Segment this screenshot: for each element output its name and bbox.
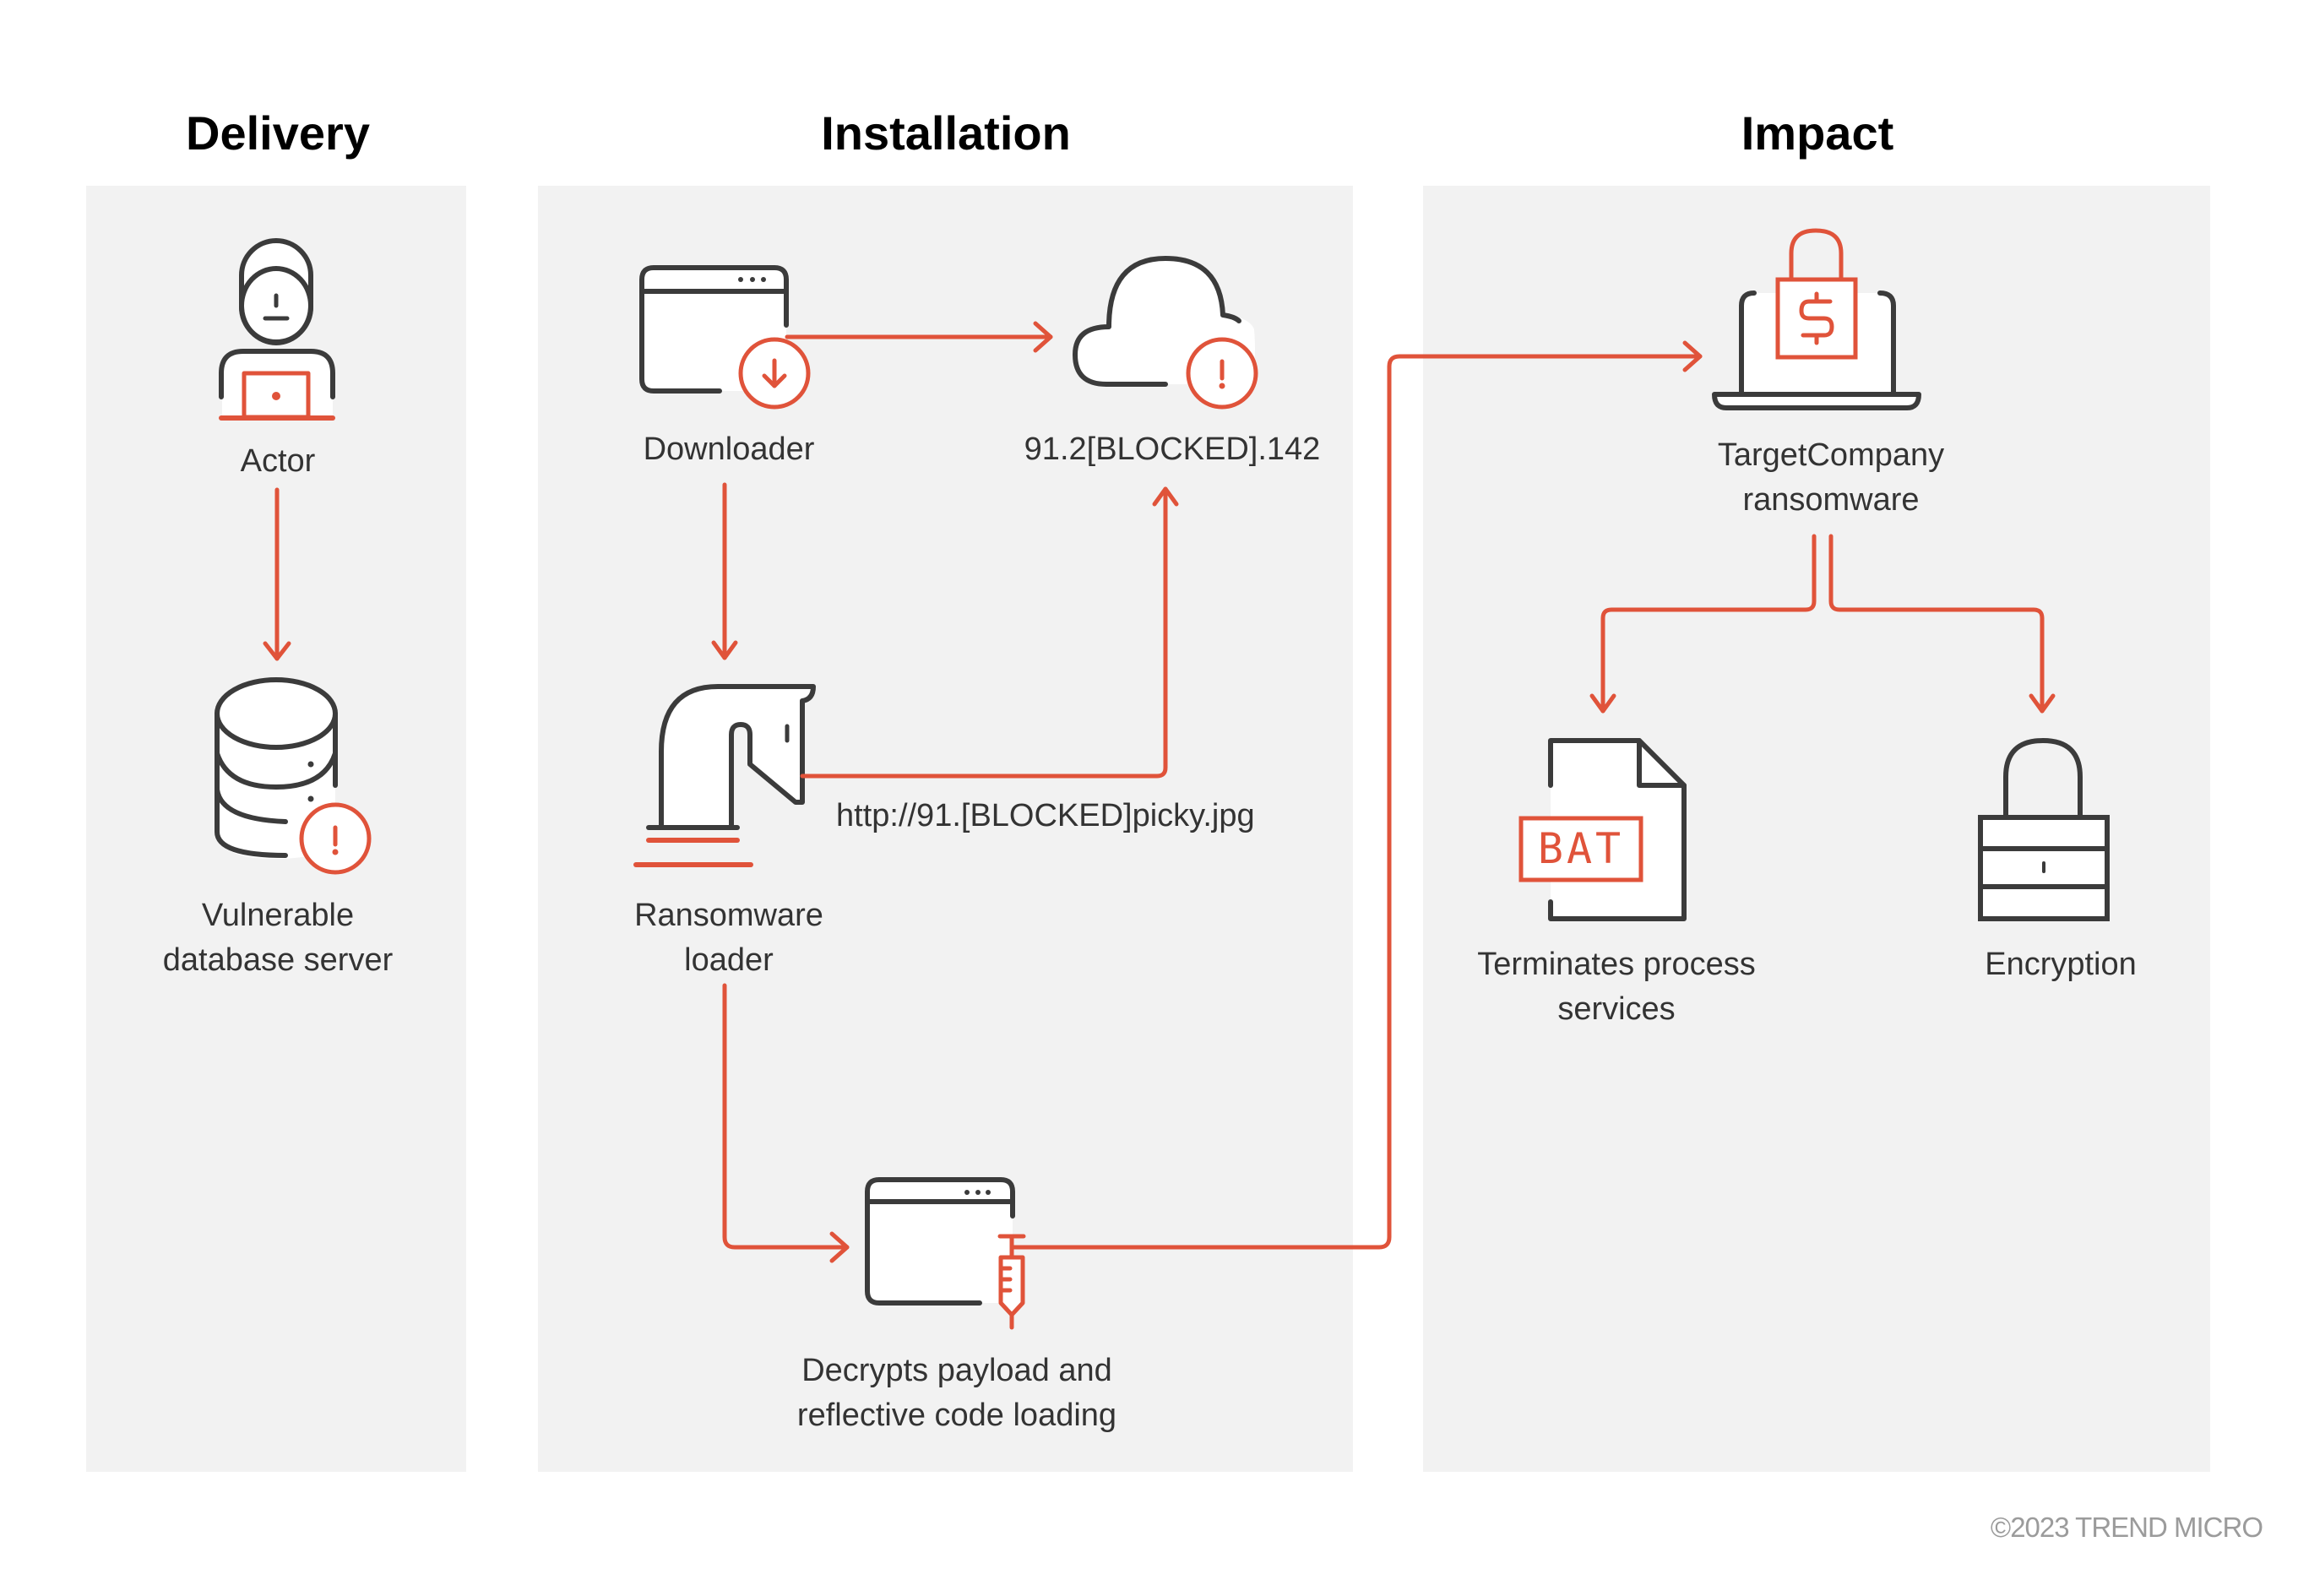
database-warning-icon	[215, 677, 372, 875]
label-downloader: Downloader	[643, 432, 815, 467]
stage-title-delivery: Delivery	[186, 106, 370, 160]
label-terminate-line2: services	[1557, 991, 1676, 1027]
trojan-horse-icon	[633, 684, 816, 867]
arrow-downloader-to-loader	[711, 482, 738, 660]
edge-label-url: http://91.[BLOCKED]picky.jpg	[836, 798, 1255, 833]
bat-file-icon	[1518, 738, 1687, 921]
label-ransomware-line1: TargetCompany	[1717, 437, 1945, 473]
label-encryption: Encryption	[1985, 947, 2137, 982]
browser-syringe-icon	[865, 1177, 1026, 1330]
arrow-actor-to-db	[263, 487, 291, 661]
hacker-with-laptop-icon	[219, 238, 335, 421]
label-ransomware-line2: ransomware	[1742, 482, 1920, 518]
label-ransomware: TargetCompany ransomware	[1578, 433, 2084, 523]
syringe-icon	[997, 1234, 1026, 1330]
label-terminate: Terminates process services	[1363, 942, 1870, 1032]
arrow-ransomware-to-terminate	[1589, 534, 1817, 714]
browser-download-icon	[639, 265, 811, 410]
stage-title-installation: Installation	[821, 106, 1071, 160]
arrow-decrypt-to-ransomware	[1011, 340, 1703, 1250]
copyright: ©2023 TREND MICRO	[1990, 1512, 2263, 1543]
label-db-line1: Vulnerable	[201, 898, 355, 933]
arrow-loader-to-decrypt	[722, 983, 850, 1263]
label-decrypt: Decrypts payload and reflective code loa…	[704, 1349, 1210, 1438]
laptop-ransom-lock-icon	[1712, 228, 1921, 410]
label-decrypt-line2: reflective code loading	[796, 1398, 1117, 1433]
label-loader-line1: Ransomware	[634, 898, 823, 933]
cloud-warning-icon	[1073, 256, 1258, 410]
arrow-downloader-to-c2	[785, 321, 1053, 353]
arrow-ransomware-to-encryption	[1828, 534, 2056, 714]
label-actor: Actor	[240, 443, 316, 479]
stage-title-impact: Impact	[1741, 106, 1894, 160]
label-db-line2: database server	[162, 942, 394, 978]
bat-badge-text: BAT	[1537, 824, 1625, 873]
label-loader-line2: loader	[684, 942, 774, 978]
padlock-icon	[1978, 738, 2110, 921]
label-db: Vulnerable database server	[24, 893, 531, 983]
label-loader: Ransomware loader	[475, 893, 982, 983]
label-terminate-line1: Terminates process	[1477, 947, 1756, 982]
label-c2: 91.2[BLOCKED].142	[1024, 432, 1321, 467]
label-decrypt-line1: Decrypts payload and	[801, 1353, 1112, 1388]
arrow-loader-to-c2	[800, 486, 1179, 779]
